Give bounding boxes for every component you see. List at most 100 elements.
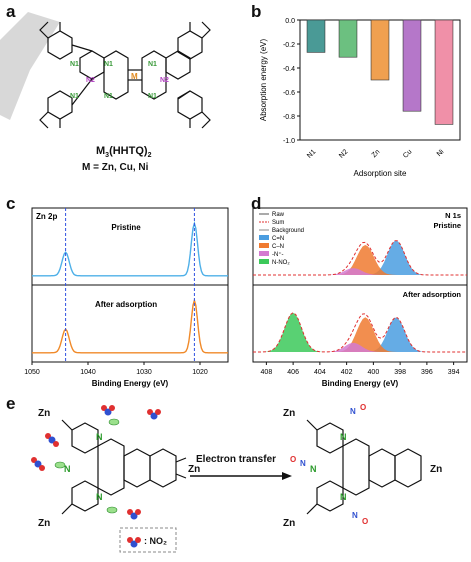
n-right-1: N [340,432,347,442]
legend-box [119,527,177,553]
c-series-line-0 [32,220,228,277]
b-bar-cu [402,19,422,112]
d-legend-label: C–N [272,244,284,250]
zn-left-right: Zn [188,464,200,475]
svg-text:O: O [362,517,368,526]
svg-text:O: O [360,403,366,412]
d-legend-swatch [259,251,269,256]
formula-sub1: 3 [105,152,110,160]
panel-letter-a: a [6,2,16,21]
left-bottom-ring [47,90,73,120]
d-xtick-label: 394 [448,369,460,376]
d-xlabel: Binding Energy (eV) [322,379,399,388]
d-legend-label: Raw [272,212,285,218]
d-sum-line [253,240,467,276]
d-component-2 [253,342,467,352]
c-title: Zn 2p [36,212,57,221]
b-xtick-label: N1 [306,148,317,159]
d-legend-label: C=N [272,236,284,242]
b-ylabel: Absorption energy (eV) [259,39,268,122]
n-left-1: N [96,432,103,442]
d-xtick-label: 398 [394,369,406,376]
d-legend-swatch [259,235,269,240]
b-ytick-label: -0.8 [283,114,295,121]
n1-label-5: N1 [148,61,157,68]
d-legend-label: Sum [272,220,284,226]
c-series-label-0: Pristine [111,223,141,232]
d-sum-line [253,312,467,353]
zn-right-bottom: Zn [283,518,295,529]
b-bar-n2 [338,19,358,58]
zn-left-bottom: Zn [38,518,50,529]
d-legend-label: Background [272,228,304,234]
d-xtick-label: 404 [314,369,326,376]
left-center-ring [79,50,105,80]
n1-label-3: N1 [104,61,113,68]
c-series-line-1 [32,297,228,354]
d-component-3 [253,312,467,352]
zn-right-top: Zn [283,408,295,419]
d-component-1 [253,245,467,275]
formula-sub2: 2 [147,152,152,160]
right-center-ring [141,50,167,100]
d-xtick-label: 396 [421,369,433,376]
n1-label: N1 [70,61,79,68]
d-title: N 1s [445,211,461,220]
svg-text:N: N [352,511,358,520]
n-right-3: N [310,464,317,474]
panel-letter-e: e [6,394,16,413]
legend-no2-label: : NO₂ [144,536,167,546]
d-xtick-label: 402 [341,369,353,376]
transfer-arrow-head [282,472,292,480]
c-xlabel: Binding Energy (eV) [92,379,169,388]
b-xtick-label: Cu [402,148,413,159]
d-sub-bottom: After adsorption [403,290,462,299]
no2-molecules [31,405,161,520]
b-bar-zn [370,19,390,81]
b-bar-ni [434,19,454,125]
panel-letter-c: c [6,194,16,213]
d-legend-label: -N⁺- [272,251,284,258]
right-bottom-ring [177,90,203,120]
c-xtick-label: 1030 [136,369,152,376]
b-ytick-label: -1.0 [283,138,295,145]
right-inner-ring [165,50,191,80]
b-xtick-label: Ni [436,148,446,158]
b-xtick-label: Zn [371,148,382,159]
svg-text:N: N [350,407,356,416]
zn-left-top: Zn [38,408,50,419]
right-center-ring-left [103,50,129,100]
panel-letter-d: d [251,194,262,213]
panel-letter-b: b [251,2,262,21]
n1-label-6: N1 [148,93,157,100]
d-component-1 [253,317,467,352]
b-ytick-label: -0.6 [283,90,295,97]
b-ytick-label: -0.4 [283,66,295,73]
right-top-ring [177,30,203,60]
zn-right-right: Zn [430,464,442,475]
d-legend-swatch [259,259,269,264]
b-bar-n1 [306,19,326,53]
d-xtick-label: 400 [368,369,380,376]
d-component-2 [253,268,467,275]
d-legend-label: N-NO₂ [272,260,290,266]
svg-text:N: N [300,459,306,468]
n-left-3: N [64,464,71,474]
c-xtick-label: 1020 [192,369,208,376]
b-xlabel: Adsorption site [354,169,407,178]
c-xtick-label: 1050 [24,369,40,376]
c-series-label-1: After adsorption [95,300,157,309]
d-legend-swatch [259,243,269,248]
d-xtick-label: 406 [287,369,299,376]
b-xtick-label: N2 [338,148,349,159]
b-ytick-label: -0.2 [283,42,295,49]
formula-mid: (HHTQ) [109,145,148,157]
metal-list: M = Zn, Cu, Ni [82,162,149,173]
n1-label-2: N1 [70,93,79,100]
c-xtick-label: 1040 [80,369,96,376]
arrow-label: Electron transfer [196,454,276,465]
